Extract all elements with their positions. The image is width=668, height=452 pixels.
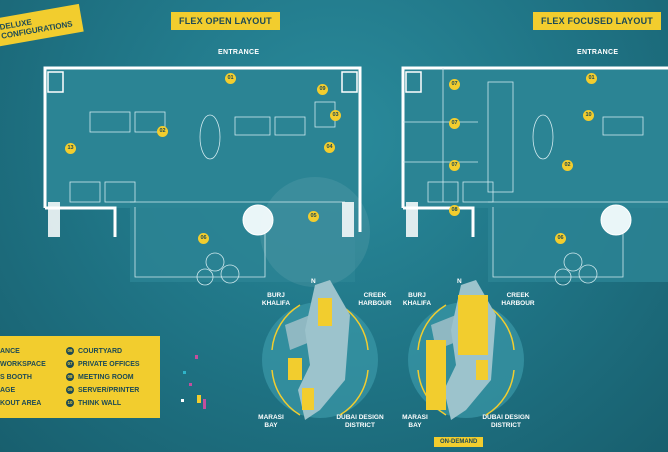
marker-private-office-3: 07	[449, 160, 460, 171]
legend-meeting-room: 08 MEETING ROOM	[66, 373, 134, 381]
floor-plan-focused	[401, 66, 668, 286]
marker-private-office-2: 07	[449, 118, 460, 129]
north-label-open: N	[311, 278, 316, 285]
creek-harbour-label-focused: CREEK HARBOUR	[501, 292, 535, 307]
deluxe-configurations-tag: DELUXE CONFIGURATIONS	[0, 3, 84, 49]
legend-label: PRIVATE OFFICES	[78, 360, 140, 368]
marker-phone-booth-open: 03	[330, 110, 341, 121]
entrance-label-focused: ENTRANCE	[577, 49, 619, 56]
legend-label: SERVER/PRINTER	[78, 386, 140, 394]
legend-num-icon: 07	[66, 360, 74, 368]
marker-think-wall-focused: 10	[583, 110, 594, 121]
marker-entrance-focused: 01	[586, 73, 597, 84]
dubai-design-district-label-open: DUBAI DESIGN DISTRICT	[336, 414, 384, 429]
legend-num-icon: 06	[66, 347, 74, 355]
legend-num-icon: 08	[66, 373, 74, 381]
legend-num-icon: 09	[66, 386, 74, 394]
entrance-label-open: ENTRANCE	[218, 49, 260, 56]
location-map-open	[262, 280, 378, 420]
on-demand-tag: ON-DEMAND	[434, 437, 484, 447]
marasi-bay-label-focused: MARASI BAY	[402, 414, 428, 429]
marasi-bay-label-open: MARASI BAY	[258, 414, 284, 429]
creek-harbour-label-open: CREEK HARBOUR	[358, 292, 392, 307]
legend-num-icon: 10	[66, 399, 74, 407]
marker-server-open: 09	[317, 84, 328, 95]
location-map-focused	[408, 280, 524, 420]
legend-left-4: AGE	[0, 387, 16, 394]
marker-courtyard-focused: 06	[555, 233, 566, 244]
marker-think-wall-open: 13	[65, 143, 76, 154]
marker-coworking-focused: 02	[562, 160, 573, 171]
floor-plan-open	[43, 66, 370, 287]
legend-label: THINK WALL	[78, 399, 122, 407]
marker-meeting-room-focused: 08	[449, 205, 460, 216]
marker-private-office-1: 07	[449, 79, 460, 90]
dubai-design-district-label-focused: DUBAI DESIGN DISTRICT	[482, 414, 530, 429]
legend-left-3: S BOOTH	[0, 374, 32, 381]
legend-label: MEETING ROOM	[78, 373, 134, 381]
flex-open-layout-title: FLEX OPEN LAYOUT	[171, 12, 280, 30]
marker-courtyard-open: 06	[198, 233, 209, 244]
legend-label: COURTYARD	[78, 347, 123, 355]
legend-private-offices: 07 PRIVATE OFFICES	[66, 360, 140, 368]
marker-storage-open: 04	[324, 142, 335, 153]
legend-server-printer: 09 SERVER/PRINTER	[66, 386, 139, 394]
burj-khalifa-label-open: BURJ KHALIFA	[261, 292, 291, 307]
marker-coworking-open: 02	[157, 126, 168, 137]
legend-courtyard: 06 COURTYARD	[66, 347, 122, 355]
burj-khalifa-label-focused: BURJ KHALIFA	[402, 292, 432, 307]
legend-panel: ANCE WORKSPACE S BOOTH AGE KOUT AREA 06 C…	[0, 336, 160, 418]
legend-left-2: WORKSPACE	[0, 361, 46, 368]
legend-left-5: KOUT AREA	[0, 400, 42, 407]
marker-breakout-open: 05	[308, 211, 319, 222]
flex-focused-layout-title: FLEX FOCUSED LAYOUT	[533, 12, 661, 30]
legend-think-wall: 10 THINK WALL	[66, 399, 121, 407]
north-label-focused: N	[457, 278, 462, 285]
legend-left-1: ANCE	[0, 348, 20, 355]
marker-entrance-open: 01	[225, 73, 236, 84]
decorative-squares	[181, 355, 206, 409]
